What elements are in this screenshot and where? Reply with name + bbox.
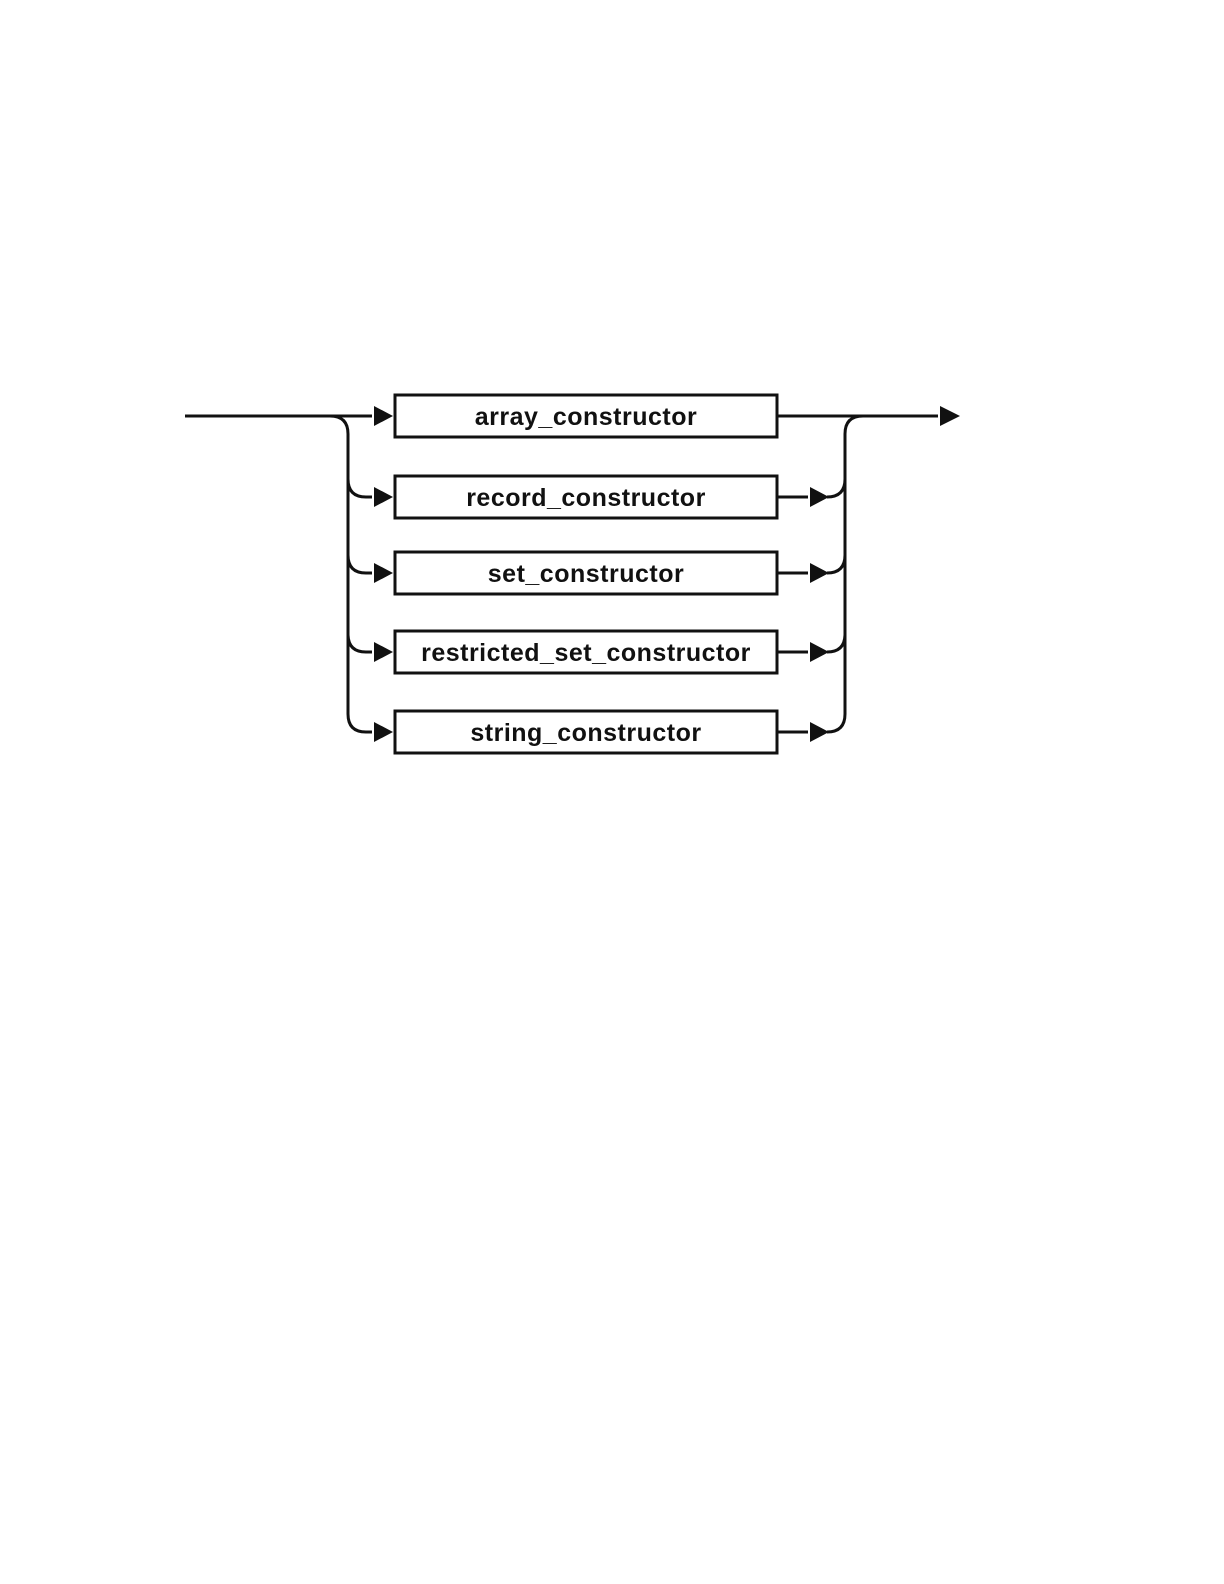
arrow-right-icon xyxy=(374,563,393,583)
left-rail-top-curve xyxy=(329,414,350,435)
left-curve-row2 xyxy=(346,478,372,499)
arrow-right-icon xyxy=(810,642,829,662)
entry-rail xyxy=(185,406,393,426)
branch-row: set_constructor xyxy=(393,550,779,596)
arrow-right-icon xyxy=(374,406,393,426)
node-label: restricted_set_constructor xyxy=(421,639,751,667)
right-curve-row3 xyxy=(826,554,847,575)
left-branch-rail xyxy=(329,414,393,742)
node-box xyxy=(393,629,779,675)
node-label: string_constructor xyxy=(470,719,701,747)
arrow-right-icon xyxy=(374,722,393,742)
arrow-right-icon xyxy=(374,642,393,662)
node-label: record_constructor xyxy=(466,484,706,512)
node-label: array_constructor xyxy=(475,403,697,431)
arrow-right-icon xyxy=(940,406,960,426)
branch-row: record_constructor xyxy=(393,474,779,520)
arrow-right-icon xyxy=(810,722,829,742)
node-box xyxy=(393,393,779,439)
arrow-right-icon xyxy=(810,563,829,583)
node-label: set_constructor xyxy=(488,560,684,588)
left-curve-row4 xyxy=(346,633,372,654)
arrow-right-icon xyxy=(810,487,829,507)
branch-row: restricted_set_constructor xyxy=(393,629,779,675)
arrow-right-icon xyxy=(374,487,393,507)
right-rail-top-curve xyxy=(843,414,864,435)
node-box xyxy=(393,550,779,596)
right-curve-row2 xyxy=(826,478,847,499)
node-box xyxy=(393,709,779,755)
branch-row: string_constructor xyxy=(393,709,779,755)
left-curve-row5 xyxy=(346,713,372,734)
right-branch-rail xyxy=(777,414,864,742)
left-curve-row3 xyxy=(346,554,372,575)
exit-rail xyxy=(777,406,960,426)
node-box xyxy=(393,474,779,520)
right-curve-row5 xyxy=(826,713,847,734)
branch-row: array_constructor xyxy=(393,393,779,439)
right-curve-row4 xyxy=(826,633,847,654)
